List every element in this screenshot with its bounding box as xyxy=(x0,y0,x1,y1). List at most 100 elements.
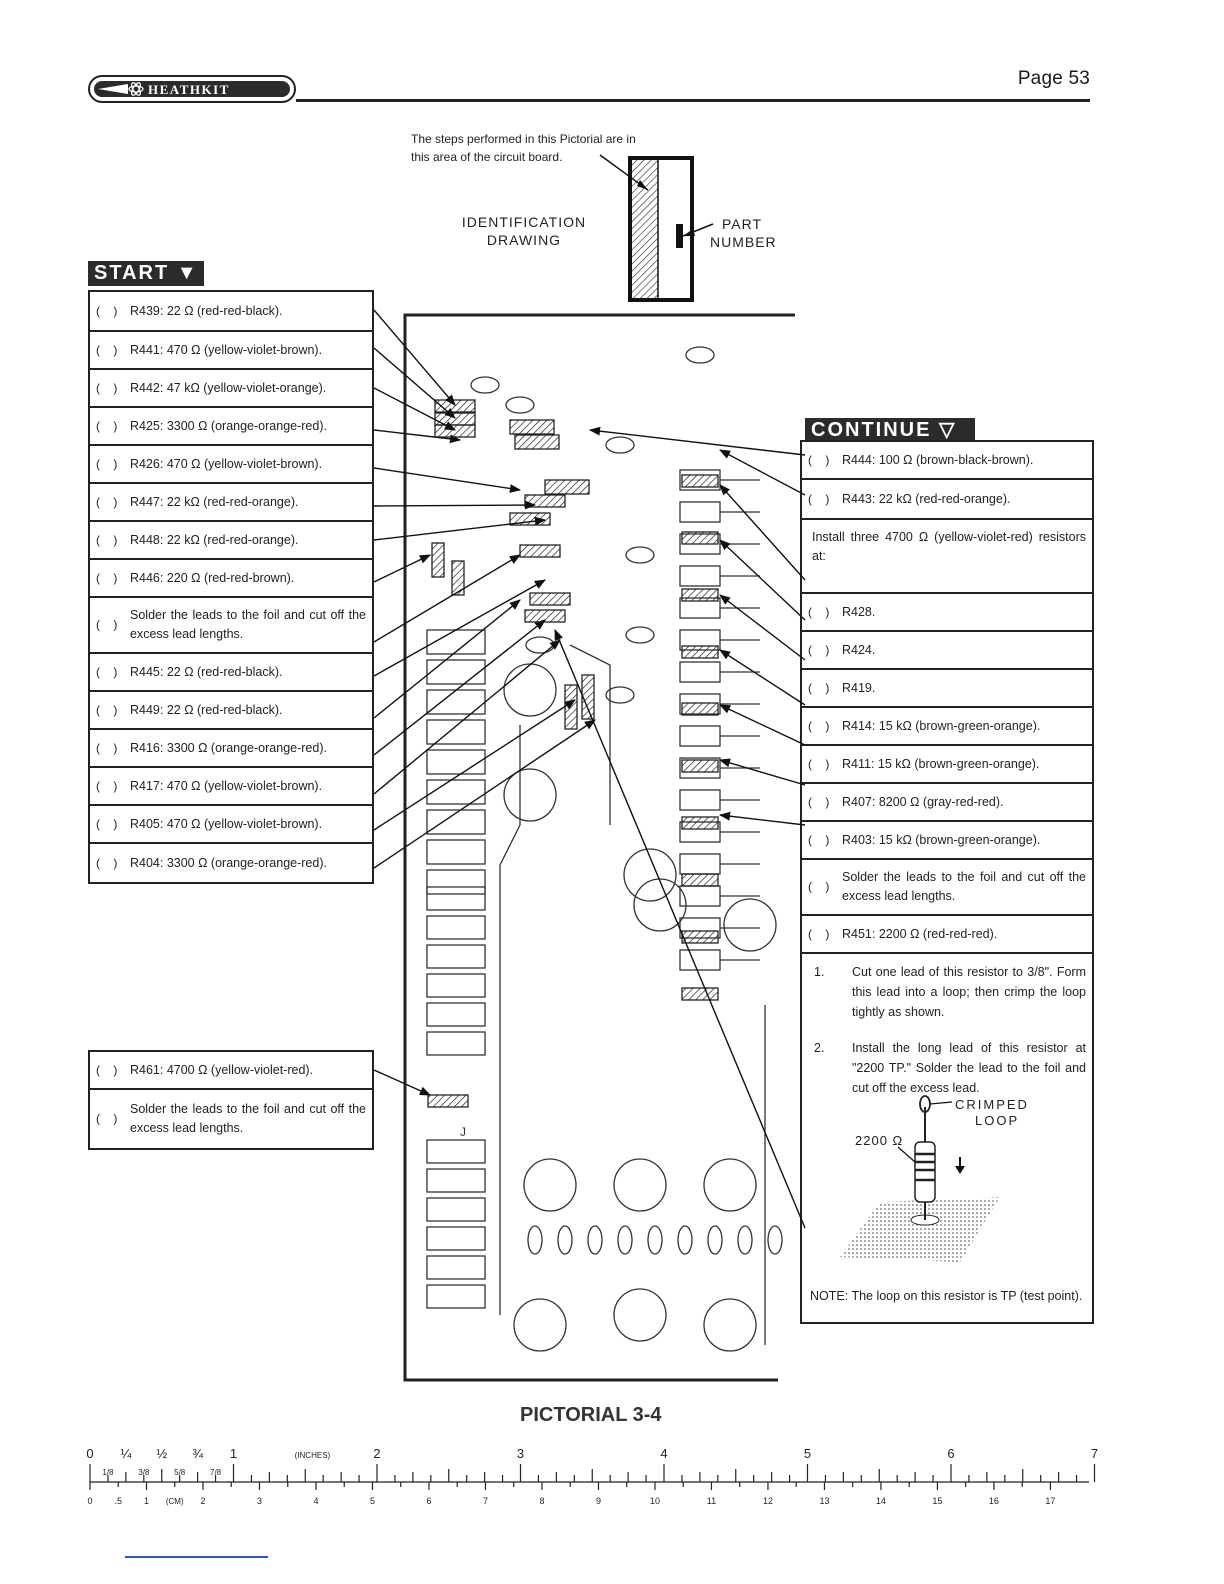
board-circle xyxy=(623,848,677,902)
step-text: Install three 4700 Ω (yellow-violet-red)… xyxy=(812,530,1086,563)
checkbox[interactable]: ( ) xyxy=(96,617,123,632)
checkbox[interactable]: ( ) xyxy=(96,381,123,395)
board-pad xyxy=(426,1197,486,1222)
checkbox[interactable]: ( ) xyxy=(96,703,123,717)
crimped-loop-label: CRIMPED LOOP xyxy=(955,1097,1029,1129)
ruler-cm-label: 8 xyxy=(539,1496,544,1506)
board-circle xyxy=(613,1288,667,1342)
board-pad xyxy=(426,719,486,745)
ruler-inch-label: ½ xyxy=(156,1446,167,1461)
circuit-board-pictorial: J xyxy=(403,313,795,1382)
checkbox[interactable]: ( ) xyxy=(96,779,123,793)
footer-link-underline xyxy=(125,1556,268,1558)
board-circle xyxy=(703,1158,757,1212)
continue-label: CONTINUE xyxy=(811,419,932,441)
checkbox[interactable]: ( ) xyxy=(808,833,835,847)
note-text: NOTE: The loop on this resistor is TP (t… xyxy=(810,1289,1083,1303)
hatched-resistor xyxy=(524,609,566,623)
board-oval xyxy=(557,1225,573,1255)
step-text: Solder the leads to the foil and cut off… xyxy=(842,870,1086,903)
step-item: ( )Solder the leads to the foil and cut … xyxy=(90,598,372,654)
checkbox[interactable]: ( ) xyxy=(808,795,835,809)
board-circle xyxy=(523,1158,577,1212)
board-circle xyxy=(633,878,687,932)
ruler-cm-label: 7 xyxy=(483,1496,488,1506)
step-item: Install three 4700 Ω (yellow-violet-red)… xyxy=(802,520,1092,594)
id-note-line: The steps performed in this Pictorial ar… xyxy=(411,132,636,146)
ruler-inch-label: 5 xyxy=(804,1446,811,1461)
ruler-cm-label: 11 xyxy=(707,1496,716,1506)
board-oval xyxy=(525,636,555,654)
checkbox[interactable]: ( ) xyxy=(808,757,835,771)
checkbox[interactable]: ( ) xyxy=(808,681,835,695)
checkbox[interactable]: ( ) xyxy=(96,1111,123,1126)
board-pad xyxy=(426,915,486,940)
board-outline-drawing xyxy=(599,154,714,302)
hatched-resistor xyxy=(681,987,719,1001)
board-pad xyxy=(426,629,486,655)
checkbox[interactable]: ( ) xyxy=(96,817,123,831)
checkbox[interactable]: ( ) xyxy=(808,453,835,467)
step-text: R442: 47 kΩ (yellow-violet-orange). xyxy=(130,381,327,395)
step-text: R405: 470 Ω (yellow-violet-brown). xyxy=(130,817,323,831)
step-item: ( )R445: 22 Ω (red-red-black). xyxy=(90,654,372,692)
hatched-resistor xyxy=(514,434,560,450)
checkbox[interactable]: ( ) xyxy=(96,741,123,755)
checkbox[interactable]: ( ) xyxy=(808,879,835,894)
ruler-fraction-label: 1/8 xyxy=(102,1468,114,1477)
checkbox[interactable]: ( ) xyxy=(96,1063,123,1077)
ruler-cm-label: 16 xyxy=(989,1496,999,1506)
ruler-inch-label: 3 xyxy=(517,1446,524,1461)
ruler-inch-label: 0 xyxy=(86,1446,93,1461)
checkbox[interactable]: ( ) xyxy=(96,665,123,679)
checkbox[interactable]: ( ) xyxy=(96,495,123,509)
checkbox[interactable]: ( ) xyxy=(96,457,123,471)
step-text: R428. xyxy=(842,605,876,619)
checkbox[interactable]: ( ) xyxy=(96,856,123,870)
step-item: ( ) R426: 470 Ω (yellow-violet-brown). xyxy=(90,446,372,484)
board-circle xyxy=(613,1158,667,1212)
id-drawing-label-line: DRAWING xyxy=(486,232,562,248)
checkbox[interactable]: ( ) xyxy=(808,927,835,941)
board-resistor-outline xyxy=(679,565,721,587)
step-text: R461: 4700 Ω (yellow-violet-red). xyxy=(130,1063,314,1077)
board-pad xyxy=(426,809,486,835)
numbered-step: 1.Cut one lead of this resistor to 3/8".… xyxy=(802,954,1092,1030)
step-text: R443: 22 kΩ (red-red-orange). xyxy=(842,492,1011,506)
hatched-resistor xyxy=(434,399,476,413)
checkbox[interactable]: ( ) xyxy=(808,492,835,506)
step-item: ( ) R405: 470 Ω (yellow-violet-brown). xyxy=(90,806,372,844)
header-rule xyxy=(296,99,1090,102)
board-oval xyxy=(605,436,635,454)
hatched-resistor xyxy=(581,674,595,720)
ruler-cm-label: 17 xyxy=(1045,1496,1055,1506)
checkbox[interactable]: ( ) xyxy=(96,304,123,318)
step-text: R426: 470 Ω (yellow-violet-brown). xyxy=(130,457,323,471)
board-circle xyxy=(503,663,557,717)
ruler-fraction-label: 7/8 xyxy=(210,1468,222,1477)
hatched-resistor xyxy=(529,592,571,606)
step-text: R416: 3300 Ω (orange-orange-red). xyxy=(130,741,327,755)
checkbox[interactable]: ( ) xyxy=(808,643,835,657)
board-resistor-outline xyxy=(679,853,721,875)
id-note: The steps performed in this Pictorial ar… xyxy=(411,130,636,166)
ruler-inch-label: 1 xyxy=(230,1446,237,1461)
checkbox[interactable]: ( ) xyxy=(96,533,123,547)
heathkit-logo: HEATHKIT xyxy=(88,75,296,103)
hatched-resistor xyxy=(434,424,476,438)
board-resistor-outline xyxy=(679,661,721,683)
checkbox[interactable]: ( ) xyxy=(96,343,123,357)
board-pad xyxy=(426,869,486,895)
board-circle xyxy=(513,1298,567,1352)
checkbox[interactable]: ( ) xyxy=(96,419,123,433)
board-circle xyxy=(703,1298,757,1352)
right-step-list: ( )R444: 100 Ω (brown-black-brown).( )R4… xyxy=(800,440,1094,1324)
logo-text: HEATHKIT xyxy=(148,82,230,97)
board-resistor-outline xyxy=(679,789,721,811)
ruler-fraction-label: 5/8 xyxy=(174,1468,186,1477)
ruler-cm-label: 0 xyxy=(87,1496,92,1506)
checkbox[interactable]: ( ) xyxy=(96,571,123,585)
checkbox[interactable]: ( ) xyxy=(808,605,835,619)
step-item: ( )R404: 3300 Ω (orange-orange-red). xyxy=(90,844,372,882)
checkbox[interactable]: ( ) xyxy=(808,719,835,733)
